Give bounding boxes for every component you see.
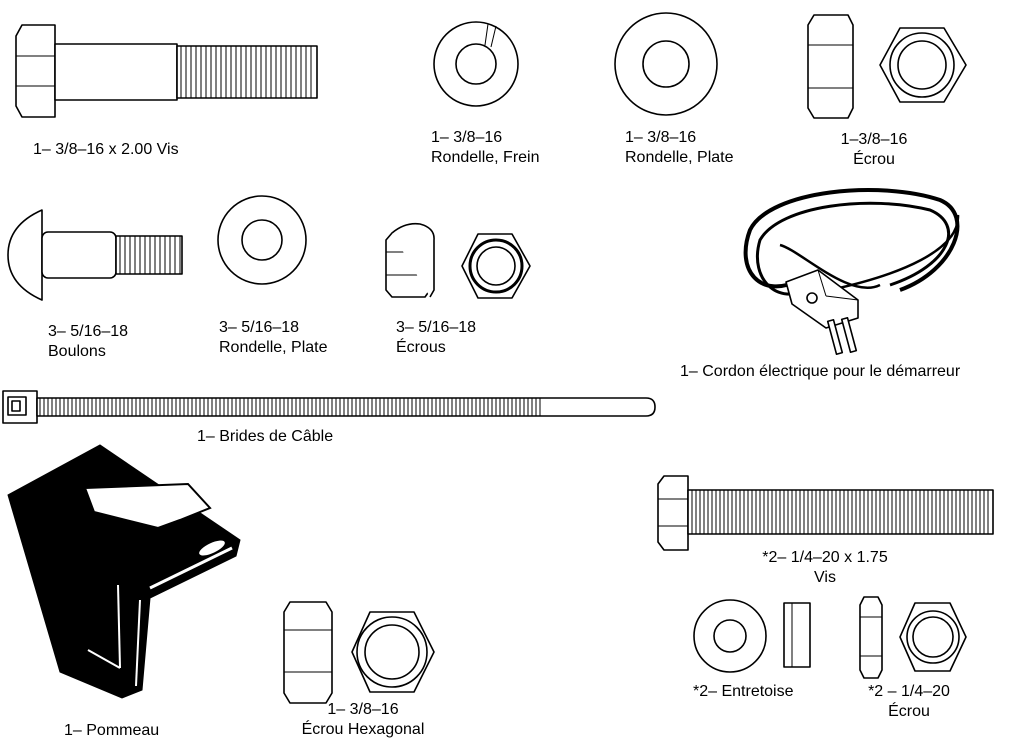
flat-washer-icon xyxy=(693,599,767,673)
flat-washer-icon xyxy=(614,12,718,116)
hex-nut-icon xyxy=(283,601,435,704)
nut-38-label: 1–3/8–16 Écrou xyxy=(840,131,908,168)
carriage-bolt-icon xyxy=(7,209,183,301)
lock-washer-38-label: 1– 3/8–16 Rondelle, Frein xyxy=(431,129,540,166)
lock-washer-icon xyxy=(433,21,519,107)
carriage-bolt-label: 3– 5/16–18 Boulons xyxy=(48,323,129,360)
spacer-icon xyxy=(783,602,811,668)
cord-label: 1– Cordon électrique pour le démarreur xyxy=(680,363,961,380)
knob-label: 1– Pommeau xyxy=(64,722,160,739)
bolt-38-label: 1– 3/8–16 x 2.00 Vis xyxy=(33,141,179,158)
bolt-14-label: *2– 1/4–20 x 1.75 Vis xyxy=(762,549,888,586)
flat-washer-38-label: 1– 3/8–16 Rondelle, Plate xyxy=(625,129,734,166)
nylon-lock-nut-icon xyxy=(385,222,531,299)
cable-tie-label: 1– Brides de Câble xyxy=(197,428,334,445)
flat-washer-516-label: 3– 5/16–18 Rondelle, Plate xyxy=(219,319,328,356)
knob-icon xyxy=(7,444,241,699)
power-cord-icon xyxy=(743,188,960,355)
hex-bolt-icon xyxy=(657,475,994,551)
nut-14-label: *2 – 1/4–20 Écrou xyxy=(868,683,950,720)
lock-nut-516-label: 3– 5/16–18 Écrous xyxy=(396,319,477,356)
hex-nut-icon xyxy=(859,596,967,679)
flat-washer-icon xyxy=(217,195,307,285)
spacer-label: *2– Entretoise xyxy=(693,683,794,700)
hex-bolt-icon xyxy=(15,24,318,118)
hex-nut-38-label: 1– 3/8–16 Écrou Hexagonal xyxy=(301,701,425,738)
cable-tie-icon xyxy=(2,390,656,424)
hex-nut-icon xyxy=(807,14,967,119)
